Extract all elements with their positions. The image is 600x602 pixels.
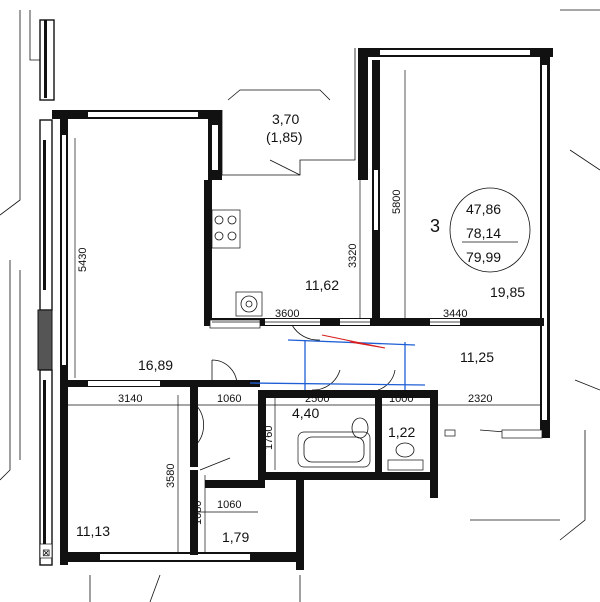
bedroom-bottom-area-label: 11,13 [76,523,110,539]
dim-2320: 2320 [468,393,492,405]
living-area-label: 19,85 [490,284,525,300]
room-labels: 3,70 (1,85) 11,62 19,85 16,89 11,25 4,40… [76,111,525,545]
dim-5430: 5430 [77,248,89,272]
wc-area-label: 1,22 [388,424,415,440]
dim-3600: 3600 [275,308,299,320]
bedroom-left-area-label: 16,89 [138,357,173,373]
living-area-total: 47,86 [466,201,501,217]
bathtub [297,431,371,468]
kitchen-area-label: 11,62 [305,277,339,293]
bath-area-label: 4,40 [292,405,319,421]
vent-detail: ⊠ [39,543,53,559]
dim-3580: 3580 [165,464,177,488]
left-wall-column [37,19,55,566]
dim-1060-b: 1060 [217,499,241,511]
apartment-summary: 3 47,86 78,14 79,99 [430,187,531,273]
dimension-labels: 5430 3320 5800 3600 3440 3140 1060 2500 … [77,190,492,525]
dim-1760: 1760 [263,426,275,450]
markup-annotations [249,334,426,390]
dim-1680: 1680 [192,501,204,525]
dim-3140: 3140 [118,393,142,405]
closet-area-label: 1,79 [222,529,249,545]
washbasin [351,417,369,439]
toilet [387,442,424,471]
dim-3440: 3440 [443,308,467,320]
rooms-count: 3 [430,216,440,236]
context-lines [0,9,600,602]
total-with-balcony: 79,99 [466,249,501,265]
dim-3320: 3320 [347,244,359,268]
exterior-walls [52,48,553,570]
dim-1060-a: 1060 [217,393,241,405]
svg-text:⊠: ⊠ [42,548,50,559]
dim-1000: 1000 [389,393,413,405]
kitchen-stove [211,209,241,249]
balcony-area-label: 3,70 [272,111,299,127]
kitchen-sink [209,291,263,329]
total-area: 78,14 [466,225,501,241]
hall-area-label: 11,25 [460,349,494,365]
dimension-lines [64,70,540,552]
dim-2500: 2500 [305,393,329,405]
balcony-reduced-label: (1,85) [266,129,303,145]
door-swings [195,159,543,471]
dim-5800: 5800 [391,190,403,214]
